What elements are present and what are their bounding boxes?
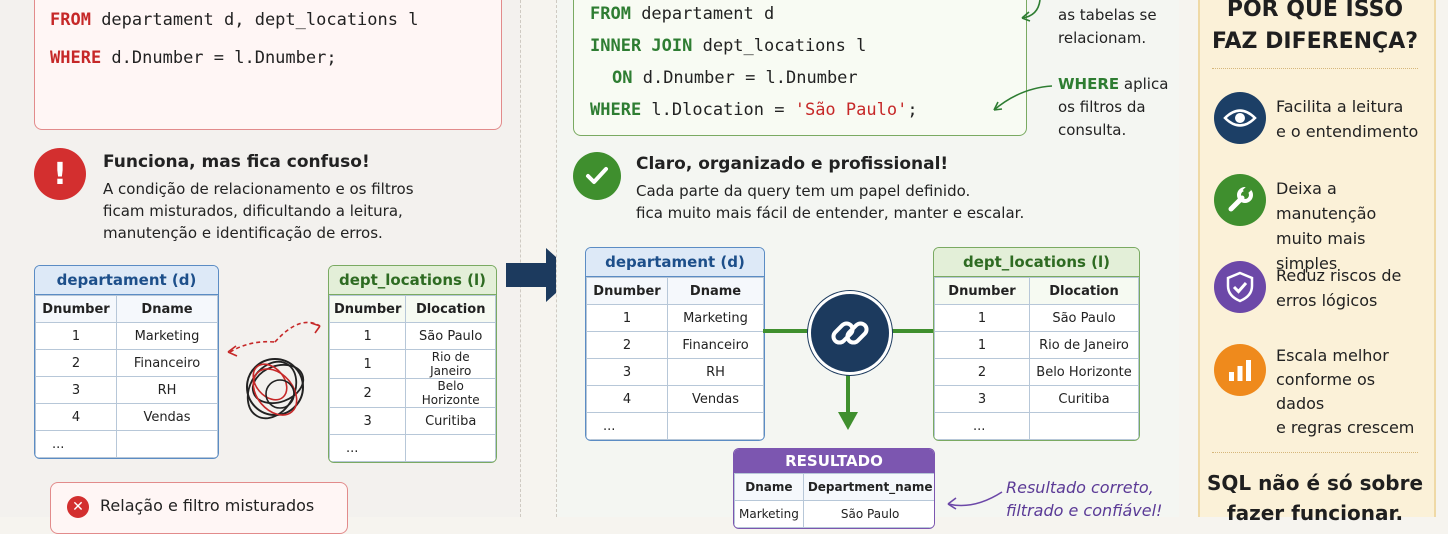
result-note: Resultado correto, filtrado e confiável! — [1006, 478, 1163, 520]
code-line-on: ON d.Dnumber = l.Dnumber — [612, 68, 858, 88]
table-row: ... — [35, 430, 218, 458]
warning-body: A condição de relacionamento e os filtro… — [103, 180, 414, 242]
code-line-from: FROM departament d, dept_locations l — [50, 10, 419, 30]
right-panel — [1198, 0, 1436, 517]
mixed-warning-text: Relação e filtro misturados — [100, 496, 315, 515]
success-body: Cada parte da query tem um papel definid… — [636, 182, 1025, 222]
code-line-where: WHERE l.Dlocation = 'São Paulo'; — [590, 100, 918, 120]
join-connector-right — [886, 329, 934, 333]
explicit-join-code-box — [573, 0, 1027, 136]
check-circle-icon — [573, 152, 621, 200]
success-title: Claro, organizado e profissional! — [636, 154, 949, 174]
arrow-down-icon — [838, 412, 858, 430]
link-chain-icon — [808, 291, 892, 375]
divider — [1212, 68, 1418, 69]
code-line-inner-join: INNER JOIN dept_locations l — [590, 36, 867, 56]
annotation-relation: as tabelas se relacionam. — [1058, 6, 1157, 47]
warning-title: Funciona, mas fica confuso! — [103, 152, 370, 172]
join-connector-left — [763, 329, 811, 333]
why-title: POR QUE ISSO FAZ DIFERENÇA? — [1212, 0, 1418, 54]
implicit-join-code-box — [34, 0, 502, 130]
shield-check-icon — [1214, 261, 1266, 313]
table-row: ... — [586, 412, 764, 440]
footer-statement: SQL não é só sobre fazer funcionar. — [1206, 471, 1424, 525]
annotation-arrows — [993, 0, 1053, 111]
table-row: ... — [934, 412, 1139, 440]
annotation-where: WHERE aplica os filtros da consulta. — [1058, 75, 1169, 139]
bar-chart-icon — [1214, 344, 1266, 396]
divider — [1212, 452, 1418, 453]
annotation-arrow-result — [947, 491, 1003, 510]
eye-icon — [1214, 92, 1266, 144]
error-x-icon: ✕ — [67, 496, 89, 518]
code-line-where: WHERE d.Dnumber = l.Dnumber; — [50, 48, 337, 68]
warning-icon: ! — [34, 148, 86, 200]
tangled-knot-icon — [227, 321, 321, 420]
wrench-icon — [1214, 174, 1266, 226]
table-row: ... — [329, 434, 496, 462]
join-connector-down — [846, 362, 850, 416]
code-line-from: FROM departament d — [590, 4, 775, 24]
